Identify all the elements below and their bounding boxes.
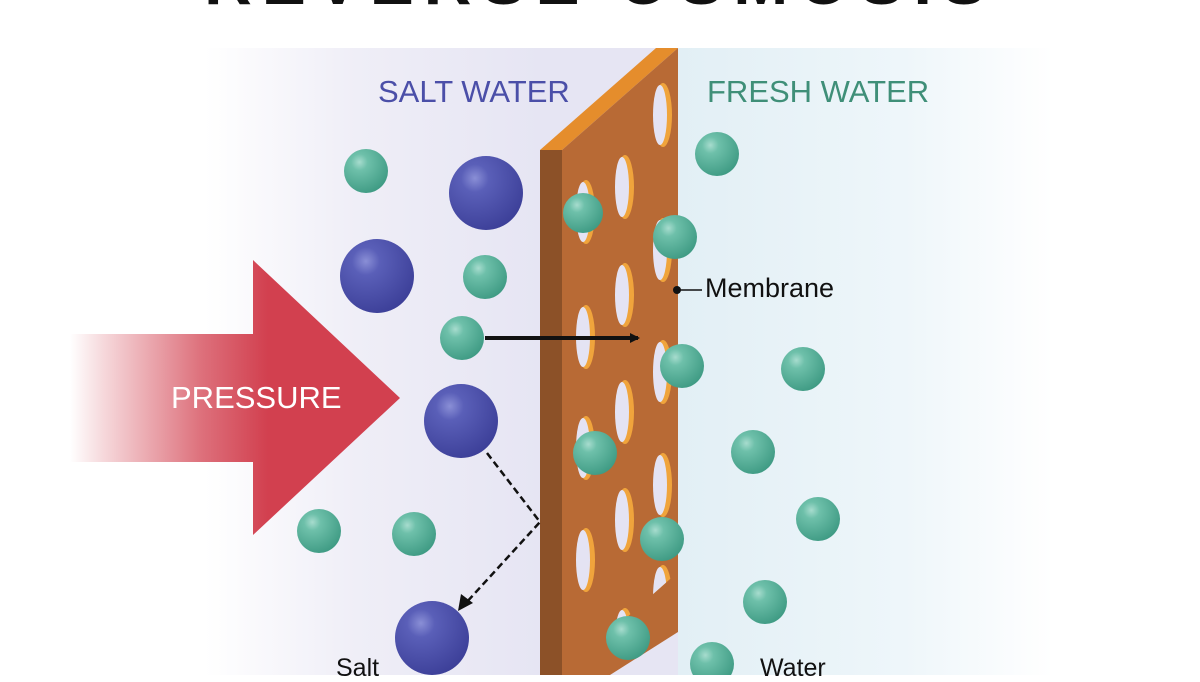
water-molecule (731, 430, 775, 474)
membrane-top-edge (540, 48, 678, 150)
salt-water-heading: SALT WATER (378, 74, 570, 109)
particles (297, 132, 840, 682)
pore (653, 455, 667, 515)
fresh-water-heading: FRESH WATER (707, 74, 930, 109)
water-molecule (690, 642, 734, 682)
water-molecule (640, 517, 684, 561)
water-molecule (344, 149, 388, 193)
salt-ion (424, 384, 498, 458)
pore (653, 85, 667, 145)
pore (615, 382, 629, 442)
pore (615, 265, 629, 325)
diagram-title: REVERSE OSMOSIS (0, 0, 1200, 14)
water-legend-label: Water (760, 654, 826, 682)
water-molecule (695, 132, 739, 176)
salt-ion (395, 601, 469, 675)
salt-ion (340, 239, 414, 313)
water-molecule (653, 215, 697, 259)
salt-ion (449, 156, 523, 230)
membrane-side-edge (540, 150, 562, 675)
pressure-label: PRESSURE (171, 380, 342, 415)
membrane-label: Membrane (705, 273, 835, 303)
water-molecule (392, 512, 436, 556)
fresh-water-region (678, 48, 1053, 675)
water-molecule (297, 509, 341, 553)
water-molecule (606, 616, 650, 660)
pore (615, 490, 629, 550)
pore (615, 157, 629, 217)
water-molecule (660, 344, 704, 388)
water-molecule (573, 431, 617, 475)
water-molecule (796, 497, 840, 541)
water-molecule (440, 316, 484, 360)
pore (576, 530, 590, 590)
water-molecule (563, 193, 603, 233)
water-molecule (463, 255, 507, 299)
membrane (540, 48, 678, 675)
pressure-arrow (70, 260, 400, 535)
salt-legend-label: Salt (336, 654, 380, 682)
salt-reject-arrowhead (458, 594, 473, 611)
water-molecule (781, 347, 825, 391)
water-molecule (743, 580, 787, 624)
